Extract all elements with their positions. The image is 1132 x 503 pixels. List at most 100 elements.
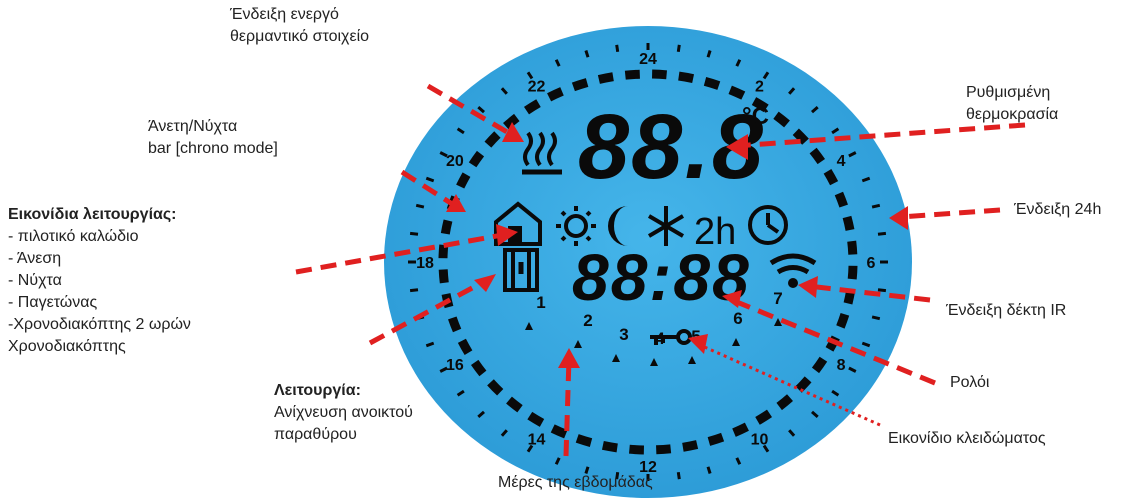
ring-segment — [547, 87, 564, 102]
clock-icon — [748, 205, 788, 245]
ring-segment — [703, 77, 721, 90]
ring-tick — [456, 127, 465, 135]
ring-segment — [624, 69, 640, 80]
dial-hour-label: 22 — [528, 78, 546, 95]
ring-segment — [834, 191, 848, 208]
ring-tick — [409, 231, 419, 236]
ring-tick — [706, 50, 712, 58]
ring-segment — [792, 128, 809, 145]
ring-segment — [732, 422, 749, 437]
weekday-number: 3 — [619, 325, 628, 344]
weekday-number: 7 — [773, 289, 782, 308]
ring-tick — [735, 457, 742, 465]
ring-segment — [487, 379, 504, 396]
ring-tick — [861, 341, 871, 348]
ring-tick — [877, 288, 887, 293]
ring-tick — [477, 105, 485, 114]
ring-tick — [788, 87, 796, 95]
ring-segment — [571, 78, 589, 92]
ring-segment — [470, 359, 487, 377]
set-temperature-label: Ρυθμισμένη θερμοκρασία — [966, 84, 1059, 123]
weekday-marker — [612, 354, 620, 362]
lock-label: Εικονίδιο κλειδώματος — [888, 430, 1046, 447]
ring-segment — [751, 97, 769, 113]
ring-tick — [554, 59, 561, 67]
snowflake-icon — [647, 206, 685, 246]
comfort-night-label: Άνετη/Νύχτα bar [chrono mode] — [148, 118, 278, 157]
ring-tick — [439, 366, 448, 373]
ring-tick — [456, 389, 465, 397]
ring-segment — [847, 265, 858, 280]
ring-segment — [773, 111, 790, 128]
ring-segment — [438, 269, 449, 284]
ring-tick — [554, 457, 561, 465]
ring-tick — [415, 203, 425, 209]
ring-segment — [523, 99, 541, 115]
ring-tick — [477, 410, 485, 419]
weekday-marker — [650, 358, 658, 366]
ring-tick — [439, 151, 448, 158]
ring-segment — [678, 71, 695, 84]
ring-segment — [456, 172, 471, 189]
ring-segment — [597, 72, 614, 84]
ir-receiver-icon — [769, 253, 817, 288]
ring-tick — [811, 410, 819, 419]
ring-segment — [457, 338, 473, 356]
ring-segment — [448, 316, 462, 333]
ring-segment — [601, 440, 618, 453]
dial-hour-label: 12 — [639, 459, 657, 476]
ring-segment — [847, 240, 858, 255]
ring-tick — [500, 87, 508, 95]
dial-hour-label: 16 — [446, 357, 464, 374]
ring-tick — [871, 203, 881, 209]
weekday-marker — [732, 338, 740, 346]
ring-segment — [484, 131, 501, 148]
ring-tick — [526, 444, 534, 453]
ring-segment — [823, 168, 839, 186]
weekday-number: 2 — [583, 311, 592, 330]
ring-segment — [503, 113, 520, 130]
ring-tick — [425, 176, 435, 183]
dial-hour-label: 8 — [837, 357, 846, 374]
weekday-marker — [574, 340, 582, 348]
dial-hour-label: 18 — [416, 255, 434, 272]
ring-segment — [776, 394, 793, 411]
ring-segment — [795, 376, 812, 393]
ring-segment — [651, 69, 667, 80]
ring-tick — [831, 127, 840, 135]
ring-tick — [861, 176, 871, 183]
dial-hour-label: 20 — [446, 153, 464, 170]
weekday-marker — [774, 318, 782, 326]
ring-segment — [468, 150, 485, 168]
dial-hour-label: 24 — [639, 51, 657, 68]
weekday-marker — [688, 356, 696, 364]
ring-tick — [584, 50, 590, 58]
ring-tick — [762, 71, 770, 80]
ring-tick — [706, 466, 712, 474]
ring-tick — [877, 231, 887, 236]
weekday-number: 4 — [655, 329, 665, 348]
ring-tick — [615, 44, 620, 53]
annotation-arrows — [295, 83, 1026, 457]
ring-segment — [811, 356, 828, 374]
ring-tick — [409, 288, 419, 293]
ring-tick — [584, 466, 590, 474]
weekday-number: 1 — [536, 293, 545, 312]
annotation-arrowheads — [446, 122, 908, 368]
ir-label: Ένδειξη δέκτη IR — [946, 302, 1067, 319]
dial-hour-label: 2 — [755, 78, 764, 95]
ring-tick — [615, 471, 620, 480]
ring-tick — [425, 341, 435, 348]
ring-segment — [550, 424, 568, 439]
heating-element-icon — [522, 131, 562, 175]
lock-dotted-arrow — [699, 343, 881, 427]
key-icon — [650, 329, 692, 345]
sun-icon — [556, 206, 596, 246]
ring-segment — [656, 444, 672, 455]
window-icon — [503, 248, 539, 292]
ring-segment — [629, 444, 645, 455]
ring-segment — [836, 312, 850, 329]
